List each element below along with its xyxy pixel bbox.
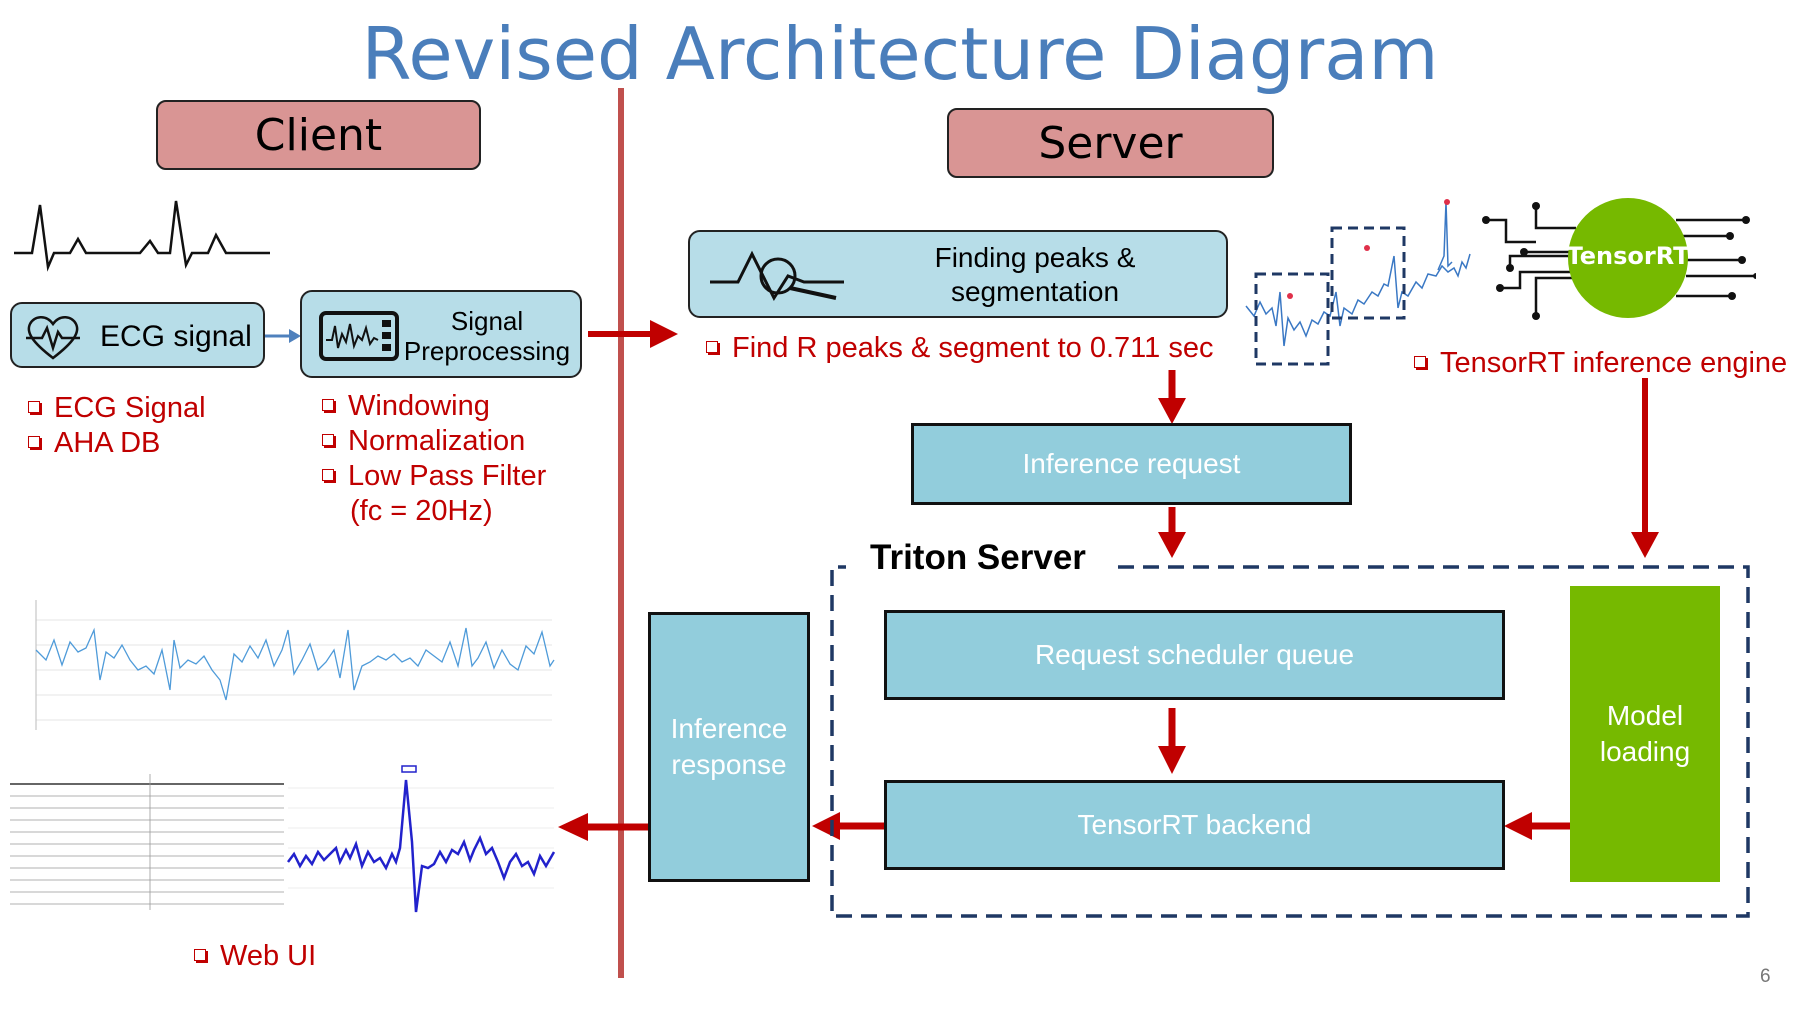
bullet-aha-db: AHA DB [54, 427, 161, 459]
segmented-ecg-image [1245, 199, 1471, 366]
peaks-bullet: Find R peaks & segment to 0.711 sec [706, 332, 1213, 365]
prep-bullet-list: Windowing Normalization Low Pass Filter … [322, 390, 546, 528]
bullet-find-r-peaks: Find R peaks & segment to 0.711 sec [732, 332, 1214, 364]
bullet-web-ui: Web UI [220, 940, 317, 972]
bullet-windowing: Windowing [348, 390, 490, 422]
ecg-waveform-icon [14, 200, 270, 272]
webui-ecg-chart-image [22, 570, 562, 740]
ecg-bullet-list: ECG Signal AHA DB [28, 392, 206, 460]
tensorrt-backend-box: TensorRT backend [884, 780, 1505, 870]
inference-request-box: Inference request [911, 423, 1352, 505]
peaks-label-line1: Finding peaks & [934, 242, 1136, 273]
bullet-ecg-signal: ECG Signal [54, 392, 206, 424]
bullet-low-pass-filter: Low Pass Filter [348, 460, 547, 492]
client-server-divider [618, 88, 624, 978]
webui-prediction-table-image [10, 770, 284, 918]
signal-preprocessing-box: Signal Preprocessing [300, 290, 582, 378]
ecg-to-prep-arrow [265, 329, 301, 343]
client-header: Client [156, 100, 481, 170]
tensorrt-circuit-icon [1482, 198, 1756, 320]
bullet-normalization: Normalization [348, 425, 526, 457]
prep-label-line2: Preprocessing [403, 336, 571, 366]
model-loading-line1: Model [1606, 700, 1684, 731]
finding-peaks-box: Finding peaks & segmentation [688, 230, 1228, 318]
peak-detection-icon [710, 250, 844, 302]
slide-title: Revised Architecture Diagram [361, 12, 1439, 96]
model-loading-box: Model loading [1570, 586, 1720, 882]
ecg-signal-label: ECG signal [100, 320, 252, 353]
heart-pulse-icon [26, 316, 80, 360]
page-number: 6 [1760, 966, 1771, 987]
webui-bullet: Web UI [194, 940, 316, 973]
bullet-tensorrt-engine: TensorRT inference engine [1440, 347, 1788, 379]
inference-response-line2: response [671, 749, 787, 780]
request-scheduler-queue-box: Request scheduler queue [884, 610, 1505, 700]
bullet-fc: (fc = 20Hz) [350, 495, 493, 527]
prep-to-server-arrow [588, 320, 678, 348]
triton-server-label: Triton Server [862, 538, 1094, 578]
server-header: Server [947, 108, 1274, 178]
tensorrt-logo-text: TensorRT [1566, 242, 1690, 270]
monitor-waveform-icon [319, 311, 399, 361]
peaks-label-line2: segmentation [950, 276, 1120, 307]
inference-response-box: Inference response [648, 612, 810, 882]
prep-label-line1: Signal [450, 306, 524, 336]
webui-beat-chart-image [284, 758, 556, 918]
inference-response-line1: Inference [670, 713, 788, 744]
ecg-signal-box: ECG signal [10, 302, 265, 368]
model-loading-line2: loading [1599, 736, 1691, 767]
tensorrt-bullet: TensorRT inference engine [1414, 347, 1787, 380]
